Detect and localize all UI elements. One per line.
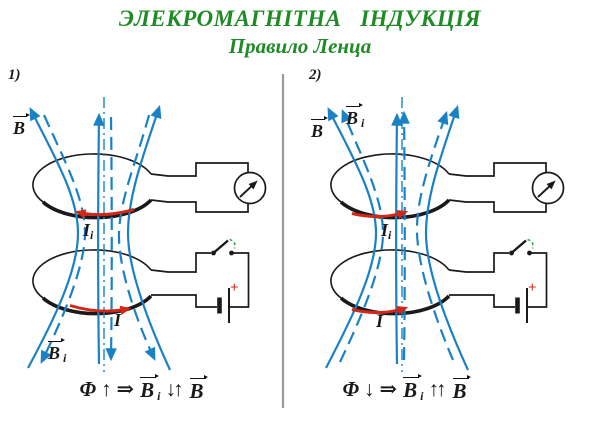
switch-motion-arc-left <box>229 238 236 249</box>
bi-line-center-left <box>105 116 117 362</box>
page-subtitle: Правило Ленца <box>228 34 372 58</box>
galvanometer-circuit-left <box>150 162 267 213</box>
induced-current-arrow-left <box>74 208 135 219</box>
source-current-arrow-left <box>69 304 132 315</box>
switch-motion-arc-right <box>527 238 534 249</box>
switch-contact-right-b <box>527 250 532 256</box>
induced-current-label-right: Ii <box>381 220 392 242</box>
flux-direction-arrow: ↑ <box>101 377 112 401</box>
b-field-term: B <box>452 374 472 402</box>
induced-current-arrow-right <box>351 210 409 219</box>
switch-blade-left <box>213 239 229 254</box>
diagram2-number: 2) <box>309 67 322 83</box>
b-line-center-left <box>93 112 105 365</box>
galvanometer-needle-right <box>537 180 556 198</box>
b-field-label-right: B <box>310 116 328 140</box>
b-field-label-left: B <box>12 113 30 137</box>
bi-line-center-right <box>398 110 410 361</box>
galvanometer-circuit-right <box>448 162 565 213</box>
antiparallel-symbol: ↓↑ <box>165 377 184 401</box>
b-line-outer-west-left <box>27 107 80 369</box>
diagram1-number: 1) <box>8 67 21 83</box>
phi-symbol: Φ <box>79 377 97 401</box>
parallel-symbol: ↑↑ <box>428 377 447 401</box>
battery-switch-circuit-right <box>448 238 548 323</box>
b-line-center-right <box>391 112 403 365</box>
implies-symbol: ⇒ <box>116 377 135 401</box>
flux-direction-arrow: ↓ <box>364 377 375 401</box>
current-arrows-right <box>351 210 409 315</box>
current-label-left: I <box>114 310 122 330</box>
bi-line-outer-west-right <box>339 108 385 363</box>
b-line-outer-east-left <box>126 104 172 371</box>
field-lines-left <box>27 97 172 372</box>
bi-line-outer-east-right <box>415 110 455 361</box>
page-title: ЭЛЕКРОМАГНІТНА ІНДУКЦІЯ <box>118 6 482 31</box>
field-lines-right <box>325 97 470 372</box>
battery-plus-label-left: + <box>230 280 239 296</box>
phi-symbol: Φ <box>342 377 360 401</box>
induced-current-label-left: Ii <box>83 220 94 242</box>
implies-symbol: ⇒ <box>379 377 398 401</box>
switch-blade-right <box>511 239 527 254</box>
bi-line-outer-west-left <box>40 114 87 364</box>
b-field-term: B <box>189 374 209 402</box>
battery-plus-label-right: + <box>528 280 537 296</box>
current-label-right: I <box>376 311 384 331</box>
battery-switch-circuit-left <box>150 238 250 323</box>
switch-contact-left-b <box>229 250 234 256</box>
b-line-outer-west-right <box>325 107 378 369</box>
galvanometer-needle-left <box>239 180 258 198</box>
source-current-arrow-right <box>351 306 409 315</box>
b-line-outer-east-right <box>424 104 470 371</box>
current-arrows-left <box>69 208 135 315</box>
bi-line-outer-east-left <box>117 114 156 361</box>
